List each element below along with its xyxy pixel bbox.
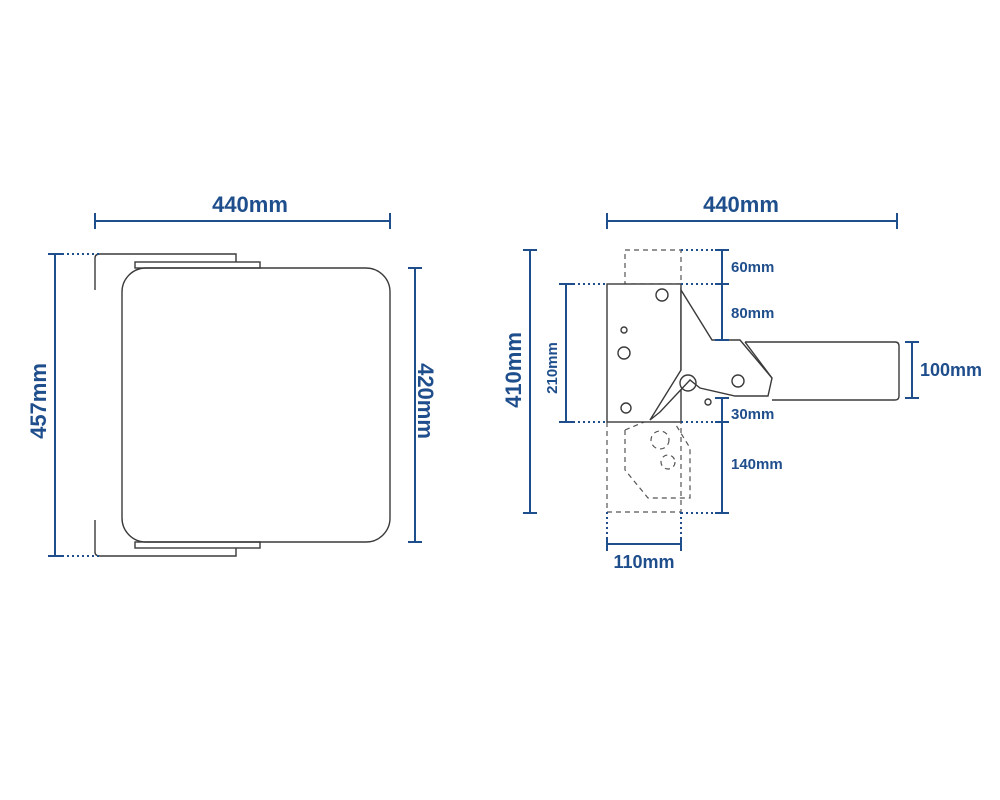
- hinge-plate-top: [94, 253, 237, 290]
- hinge-pivot: [679, 374, 697, 392]
- top-view: 440mm 457mm 420mm: [26, 192, 438, 557]
- offset-upper-label: 80mm: [731, 305, 774, 322]
- side-height-label: 410mm: [501, 332, 526, 408]
- offset-gap-label: 30mm: [731, 406, 774, 423]
- top-seat-depth-label: 420mm: [413, 363, 438, 439]
- bracket-hole-3: [617, 346, 631, 360]
- offset-top-label: 60mm: [731, 259, 774, 276]
- seat-profile-edge: [744, 341, 773, 379]
- side-view: 440mm 410mm 210mm 110mm 100mm: [501, 192, 982, 572]
- top-width-label: 440mm: [212, 192, 288, 217]
- bracket-hole-1: [655, 288, 669, 302]
- bracket-hole-4: [620, 402, 632, 414]
- ghost-lower-bracket: [606, 422, 682, 513]
- hinge-plate-bottom: [94, 520, 237, 557]
- ghost-pivot-2: [650, 430, 670, 450]
- side-seat-thickness-label: 100mm: [920, 360, 982, 380]
- side-bracket-width-label: 110mm: [613, 552, 674, 572]
- hinge-pin: [704, 398, 712, 406]
- hinge-plate-bottom-bar: [134, 541, 261, 549]
- seat-profile: [745, 341, 900, 401]
- bracket-hole-2: [620, 326, 628, 334]
- ghost-hinge-arm: [624, 411, 691, 499]
- hinge-pivot-2: [731, 374, 745, 388]
- hinge-arm: [649, 287, 773, 421]
- ghost-top-block: [624, 249, 682, 285]
- seat-panel: [121, 267, 391, 543]
- top-depth-label: 457mm: [26, 363, 51, 439]
- offset-lower-label: 140mm: [731, 456, 783, 473]
- side-width-label: 440mm: [703, 192, 779, 217]
- side-bracket-height-label: 210mm: [544, 342, 561, 394]
- ghost-pivot: [660, 454, 676, 470]
- hinge-plate-top-bar: [134, 261, 261, 269]
